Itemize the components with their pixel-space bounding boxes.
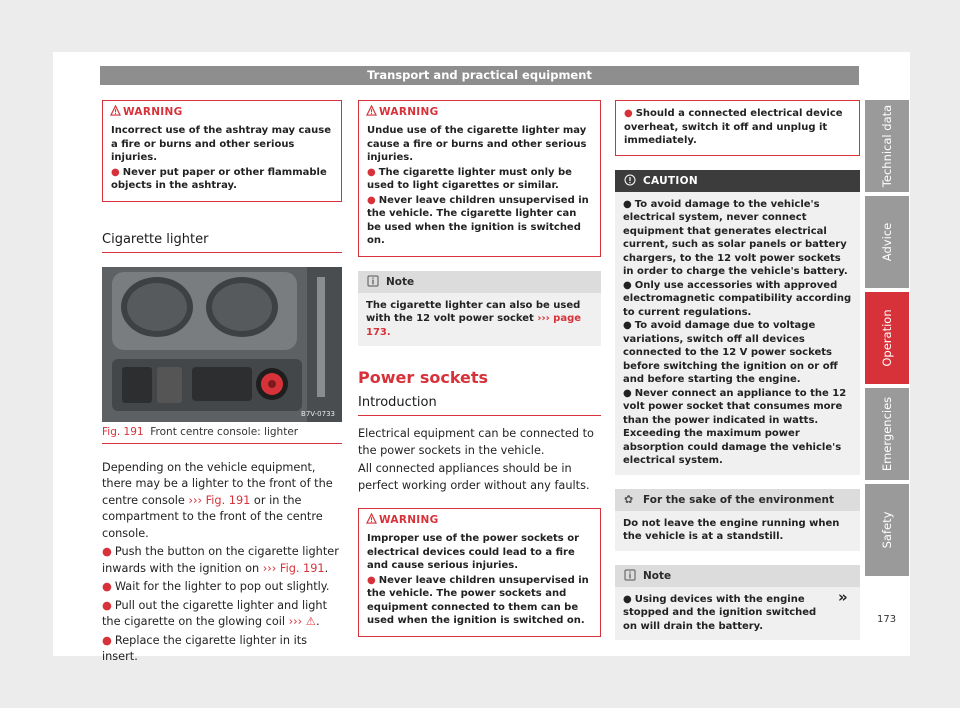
warning-icon: [110, 105, 121, 116]
console-photo-icon: [102, 266, 342, 422]
warning-continued-box: ●Should a connected electrical device ov…: [615, 100, 860, 156]
body-text: Depending on the vehicle equipment, ther…: [102, 460, 339, 664]
column-3: ●Should a connected electrical device ov…: [615, 100, 860, 654]
running-header: Transport and practical equipment: [100, 66, 859, 85]
chapter-title: Power sockets: [358, 368, 489, 387]
bullet-icon: ●: [102, 545, 112, 558]
section-title: Introduction: [358, 395, 601, 416]
note-title: Note: [643, 569, 672, 582]
warning-title: WARNING: [379, 514, 439, 526]
environment-box: ✿ For the sake of the environment Do not…: [615, 488, 860, 551]
column-2: WARNING Undue use of the cigarette light…: [358, 100, 601, 651]
note-icon: [624, 569, 636, 580]
warning-icon: [366, 513, 377, 524]
tab-safety[interactable]: Safety: [865, 484, 909, 576]
continued-marker: »: [838, 588, 848, 606]
bullet-icon: ●: [102, 580, 112, 593]
body-text: Electrical equipment can be connected to…: [358, 427, 594, 492]
tab-advice[interactable]: Advice: [865, 196, 909, 288]
tab-technical-data[interactable]: Technical data: [865, 100, 909, 192]
caution-title: CAUTION: [643, 174, 698, 187]
warning-icon: [366, 105, 377, 116]
leaf-icon: ✿: [624, 492, 634, 506]
side-tabs: Technical data Advice Operation Emergenc…: [865, 100, 909, 580]
warning-title: WARNING: [379, 106, 439, 118]
warning-link[interactable]: ›››: [288, 615, 303, 628]
figure-label: Fig. 191: [102, 425, 144, 438]
bullet-icon: ●: [102, 633, 112, 647]
bullet-icon: ●: [623, 387, 632, 399]
warning-box-ashtray: WARNING Incorrect use of the ashtray may…: [102, 100, 342, 202]
bullet-icon: ●: [102, 598, 112, 612]
caution-icon: [624, 174, 636, 185]
figure-caption: Fig. 191 Front centre console: lighter: [102, 426, 342, 444]
bullet-icon: ●: [623, 593, 632, 605]
figure-link[interactable]: ››› Fig. 191: [188, 493, 251, 507]
warning-text: Incorrect use of the ashtray may cause a…: [111, 125, 332, 163]
page-number: 173: [877, 614, 897, 625]
bullet-icon: ●: [624, 108, 633, 119]
bullet-icon: ●: [623, 279, 632, 291]
warning-text: Never put paper or other flammable objec…: [111, 166, 327, 192]
environment-title: For the sake of the environment: [643, 493, 835, 506]
page-link[interactable]: ››› page 173.: [366, 313, 582, 338]
bullet-icon: ●: [367, 194, 376, 206]
warning-icon: ⚠: [305, 615, 316, 628]
figure-image: B7V-0733: [102, 266, 342, 422]
warning-box-sockets: WARNING Improper use of the power socket…: [358, 508, 601, 637]
section-title: Cigarette lighter: [102, 232, 342, 253]
column-1: WARNING Incorrect use of the ashtray may…: [102, 100, 342, 668]
note-icon: [367, 275, 379, 286]
tab-emergencies[interactable]: Emergencies: [865, 388, 909, 480]
bullet-icon: ●: [111, 166, 120, 178]
warning-box-lighter: WARNING Undue use of the cigarette light…: [358, 100, 601, 257]
bullet-icon: ●: [623, 198, 632, 210]
note-box: Note The cigarette lighter can also be u…: [358, 270, 601, 346]
note-box: Note ●Using devices with the engine stop…: [615, 564, 860, 640]
tab-operation[interactable]: Operation: [865, 292, 909, 384]
image-code: B7V-0733: [301, 409, 335, 418]
caution-box: CAUTION ●To avoid damage to the vehicle'…: [615, 169, 860, 475]
figure-link[interactable]: ››› Fig. 191: [262, 561, 325, 575]
note-title: Note: [386, 275, 415, 288]
bullet-icon: ●: [367, 166, 376, 178]
bullet-icon: ●: [367, 574, 376, 586]
warning-title: WARNING: [123, 106, 183, 118]
bullet-icon: ●: [623, 320, 632, 331]
